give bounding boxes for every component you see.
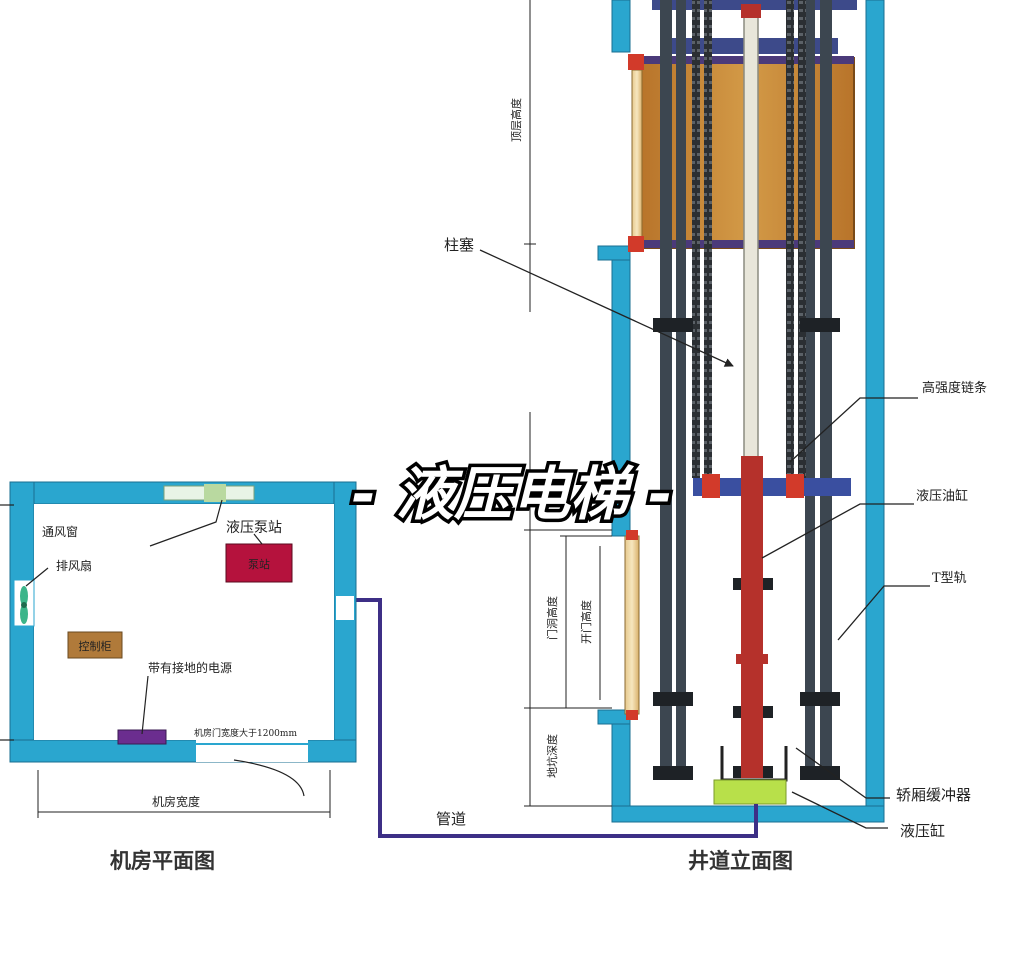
landing-door-bottom — [626, 710, 638, 720]
shaft-pit-floor — [611, 805, 885, 823]
control-cabinet-text: 控制柜 — [79, 639, 112, 653]
label-oil-cylinder: 液压油缸 — [916, 488, 968, 504]
car-marker-bottom — [628, 236, 644, 252]
oil-cylinder — [741, 456, 763, 778]
label-chain: 高强度链条 — [922, 380, 987, 396]
title-banner: - 液压电梯 - — [352, 460, 673, 528]
shaft-wall-left — [597, 0, 631, 823]
plunger — [743, 7, 759, 461]
plunger-head — [741, 4, 761, 18]
label-pump-station: 液压泵站 — [226, 520, 282, 536]
landing-door-top — [626, 530, 638, 540]
machine-room-caption: 机房平面图 — [110, 849, 215, 873]
label-t-rail: T型轨 — [932, 571, 967, 586]
car-marker-top — [628, 54, 644, 70]
cylinder-crosshead — [693, 478, 851, 496]
room-door-gap — [196, 740, 308, 762]
pipe-opening — [336, 596, 354, 620]
label-plunger: 柱塞 — [444, 236, 474, 254]
label-exhaust-fan: 排风扇 — [56, 558, 92, 573]
pump-station — [225, 543, 293, 583]
label-hydraulic-cylinder: 液压缸 — [900, 822, 945, 840]
car-door-edge — [631, 69, 643, 243]
label-door-note: 机房门宽度大于1200mm — [194, 727, 297, 739]
dimension-lines — [524, 0, 612, 807]
t-rails — [660, 0, 832, 780]
machine-room-plan: 泵站 控制柜 通风窗 排风扇 液压泵站 带有接地的电源 机房门宽度大于1200m… — [0, 481, 357, 873]
control-cabinet — [67, 631, 123, 659]
label-vent-window: 通风窗 — [42, 525, 78, 539]
dim-floor-height: 顶层高度 — [509, 98, 523, 142]
shaft-caption: 井道立面图 — [688, 849, 793, 873]
dim-door-clear-height: 开门高度 — [579, 600, 593, 644]
leader-lines — [479, 249, 930, 829]
fan-icon — [20, 586, 28, 624]
shaft-wall-right — [865, 0, 885, 823]
chains — [692, 0, 806, 478]
vent-window-pane — [204, 484, 226, 502]
room-width-dimension — [37, 770, 331, 818]
crosshead-block-left — [702, 474, 720, 498]
landing-door — [624, 535, 640, 715]
room-leader-lines — [0, 499, 305, 797]
hydraulic-cylinder-base — [713, 779, 787, 805]
label-car-buffer: 轿厢缓冲器 — [896, 786, 971, 804]
dim-pit-depth: 地坑深度 — [545, 734, 559, 778]
shaft-elevation: 顶层高度 门洞高度 开门高度 地坑深度 柱塞 高强度链条 液压油缸 T型轨 轿厢… — [444, 0, 987, 873]
label-grounded-power: 带有接地的电源 — [148, 660, 232, 675]
dim-door-opening-height: 门洞高度 — [545, 596, 559, 640]
label-room-width: 机房宽度 — [152, 794, 200, 809]
pump-station-inner-text: 泵站 — [248, 557, 270, 571]
label-pipeline: 管道 — [436, 810, 466, 828]
crosshead-block-right — [786, 474, 804, 498]
room-floor — [34, 504, 334, 740]
oil-cylinder-collar — [736, 654, 768, 664]
